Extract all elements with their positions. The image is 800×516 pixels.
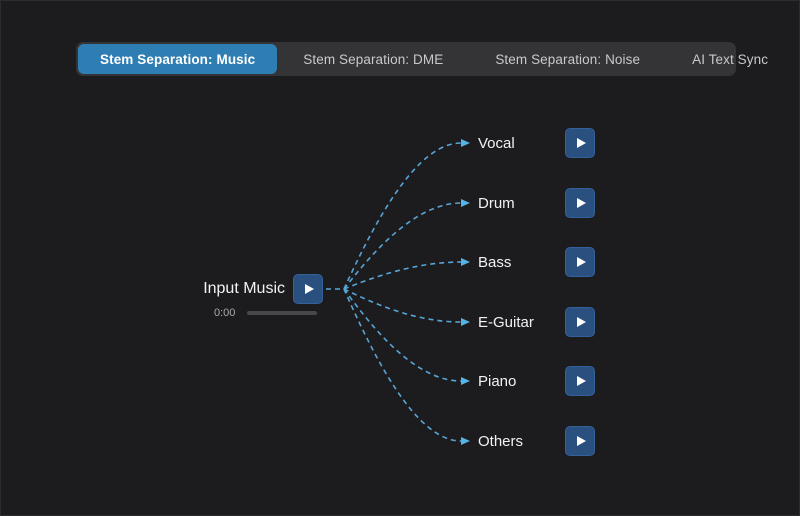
play-icon (577, 198, 586, 208)
output-label: Bass (478, 253, 512, 271)
e-guitar-play-button[interactable] (565, 307, 595, 337)
output-row-piano: Piano (478, 366, 658, 396)
output-label: Drum (478, 194, 515, 212)
output-row-e-guitar: E-Guitar (478, 307, 658, 337)
drum-play-button[interactable] (565, 188, 595, 218)
output-label: Others (478, 432, 524, 450)
play-icon (305, 284, 314, 294)
output-row-bass: Bass (478, 247, 658, 277)
tab-bar: Stem Separation: Music Stem Separation: … (76, 42, 768, 76)
output-row-vocal: Vocal (478, 128, 658, 158)
output-label: Vocal (478, 134, 515, 152)
vocal-play-button[interactable] (565, 128, 595, 158)
play-icon (577, 317, 586, 327)
play-icon (577, 138, 586, 148)
play-icon (577, 436, 586, 446)
play-icon (577, 257, 586, 267)
output-row-drum: Drum (478, 188, 658, 218)
input-music-label: Input Music (203, 280, 285, 297)
output-label: Piano (478, 372, 517, 390)
piano-play-button[interactable] (565, 366, 595, 396)
output-label: E-Guitar (478, 313, 534, 331)
playback-time: 0:00 (214, 307, 236, 319)
tab-stem-separation-dme[interactable]: Stem Separation: DME (303, 51, 444, 67)
bass-play-button[interactable] (565, 247, 595, 277)
tab-stem-separation-noise[interactable]: Stem Separation: Noise (495, 51, 641, 67)
play-icon (577, 376, 586, 386)
others-play-button[interactable] (565, 426, 595, 456)
output-row-others: Others (478, 426, 658, 456)
tab-stem-separation-music[interactable]: Stem Separation: Music (78, 44, 278, 74)
tab-ai-text-sync[interactable]: AI Text Sync (692, 51, 769, 67)
seek-bar[interactable] (247, 311, 317, 315)
input-play-button[interactable] (293, 274, 323, 304)
